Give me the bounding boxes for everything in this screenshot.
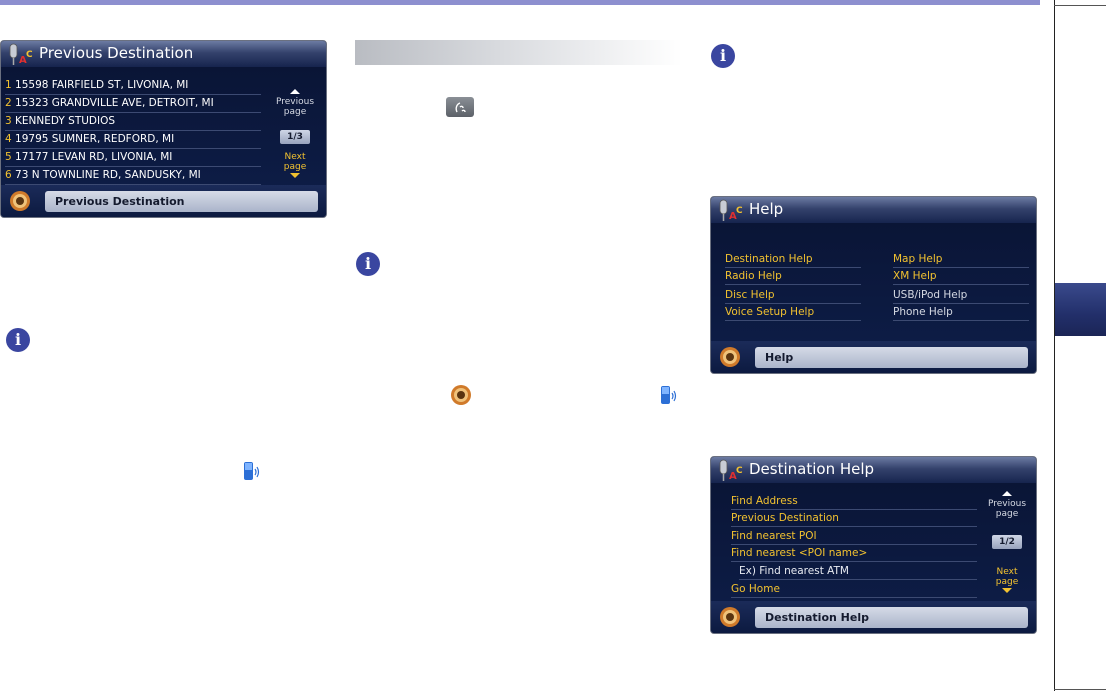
speaker-icon [450,384,472,406]
sidebar-top-line [1054,5,1106,6]
list-item[interactable]: Find nearest <POI name> [731,545,977,562]
item-number: 1 [5,79,12,91]
screen-footer: Help [711,341,1036,373]
list-item[interactable]: 5 17177 LEVAN RD, LIVONIA, MI [5,149,261,167]
screen-title: Destination Help [749,460,875,478]
screen-body: Destination Help Radio Help Disc Help Vo… [711,223,1036,341]
help-item-phone[interactable]: Phone Help [893,304,1029,321]
svg-text:A: A [729,471,737,482]
item-text: 15598 FAIRFIELD ST, LIVONIA, MI [15,79,189,91]
help-item-map[interactable]: Map Help [893,251,1029,268]
help-item-xm[interactable]: XM Help [893,268,1029,285]
screen-title: Previous Destination [39,44,194,62]
page-indicator: 1/3 [280,130,310,144]
voice-status-bar: Destination Help [755,607,1028,628]
svg-text:C: C [26,50,33,60]
screen-footer: Previous Destination [1,185,326,217]
page-down-arrow-icon[interactable] [1002,588,1012,593]
item-text: KENNEDY STUDIOS [15,115,116,127]
sidebar-bottom-line [1054,689,1106,690]
item-number: 3 [5,115,12,127]
info-icon: i [356,252,380,276]
speaker-icon [719,606,741,628]
screen-title: Help [749,200,784,218]
chapter-tab[interactable] [1055,283,1106,336]
item-text: 15323 GRANDVILLE AVE, DETROIT, MI [15,97,214,109]
list-item[interactable]: 4 19795 SUMNER, REDFORD, MI [5,131,261,149]
list-item[interactable]: Previous Destination [731,510,977,527]
phone-voice-icon [243,460,261,484]
screen-body: 1 15598 FAIRFIELD ST, LIVONIA, MI 2 1532… [1,67,326,185]
item-text: 17177 LEVAN RD, LIVONIA, MI [15,151,173,163]
help-item-disc[interactable]: Disc Help [725,287,861,304]
list-item[interactable]: Find nearest POI [731,528,977,545]
page-down-arrow-icon[interactable] [290,173,300,178]
screen-body: Find Address Previous Destination Find n… [711,483,1036,601]
svg-text:C: C [736,466,743,476]
list-item[interactable]: Ex) Find nearest ATM [739,563,977,580]
item-number: 5 [5,151,12,163]
sidebar-divider [1054,0,1055,691]
item-number: 2 [5,97,12,109]
help-item-voice-setup[interactable]: Voice Setup Help [725,304,861,321]
info-icon: i [711,44,735,68]
svg-text:A: A [19,55,27,66]
list-item[interactable]: Find Address [731,493,977,510]
item-number: 6 [5,169,12,181]
list-item[interactable]: 6 73 N TOWNLINE RD, SANDUSKY, MI [5,167,261,185]
item-text: 19795 SUMNER, REDFORD, MI [15,133,175,145]
section-heading-bar [355,40,682,65]
list-item[interactable]: 2 15323 GRANDVILLE AVE, DETROIT, MI [5,95,261,113]
help-item-usb-ipod[interactable]: USB/iPod Help [893,287,1029,304]
list-item[interactable]: Go Home [731,581,977,598]
top-accent-bar [0,0,1040,5]
help-item-destination[interactable]: Destination Help [725,251,861,268]
voice-button-icon [446,97,474,117]
speaker-icon [9,190,31,212]
screen-footer: Destination Help [711,601,1036,633]
svg-text:C: C [736,206,743,216]
svg-text:A: A [729,211,737,222]
item-number: 4 [5,133,12,145]
page-up-arrow-icon[interactable] [1002,491,1012,496]
voice-status-bar: Help [755,347,1028,368]
list-item[interactable]: 3 KENNEDY STUDIOS [5,113,261,131]
page-up-arrow-icon[interactable] [290,89,300,94]
help-item-radio[interactable]: Radio Help [725,268,861,285]
voice-status-bar: Previous Destination [45,191,318,212]
speaker-icon [719,346,741,368]
item-text: 73 N TOWNLINE RD, SANDUSKY, MI [15,169,201,181]
page-indicator: 1/2 [992,535,1022,549]
info-icon: i [6,328,30,352]
list-item[interactable]: 1 15598 FAIRFIELD ST, LIVONIA, MI [5,77,261,95]
phone-voice-icon [660,384,678,408]
